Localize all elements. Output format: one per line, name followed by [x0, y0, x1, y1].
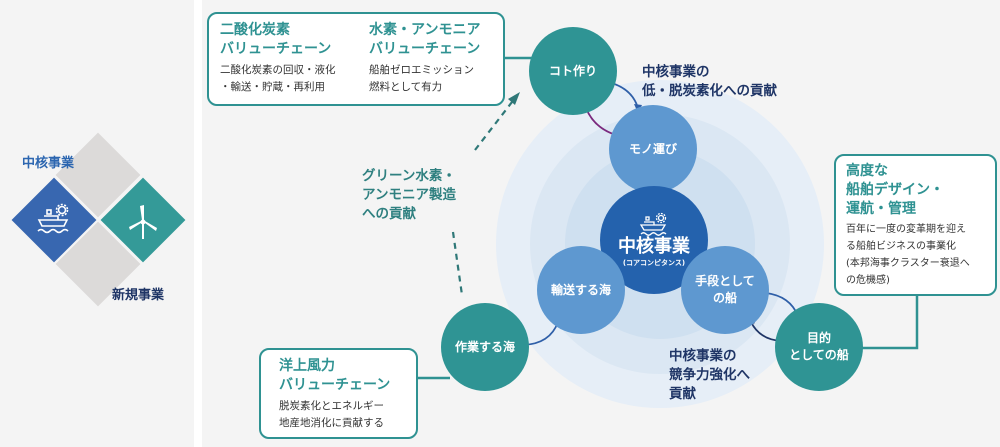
- co2-title-2: バリューチェーン: [220, 41, 332, 57]
- design-title-1: 高度な: [846, 163, 888, 179]
- legend-new-label: 新規事業: [112, 288, 165, 303]
- legend-panel: 中核事業 新規事業: [0, 0, 194, 447]
- core-title: 中核事業: [618, 236, 690, 257]
- wind-title-1: 洋上風力: [279, 358, 335, 374]
- core-subtitle: (コアコンピタンス): [622, 259, 686, 267]
- green-line-1: グリーン水素・: [362, 168, 456, 184]
- legend-core-label: 中核事業: [22, 156, 75, 171]
- mokuteki-label-1: 目的: [806, 331, 831, 345]
- design-title-2: 船舶デザイン・: [846, 182, 944, 198]
- decarb-line-1: 中核事業の: [642, 64, 710, 80]
- mono-label: モノ運び: [628, 141, 677, 156]
- wind-turbine-icon: [129, 205, 157, 239]
- yuso-label: 輸送する海: [550, 282, 611, 297]
- co2-h2-value-chain-box: 二酸化炭素 バリューチェーン 二酸化炭素の回収・液化 ・輸送・貯蔵・再利用 水素…: [207, 12, 505, 106]
- wind-desc-1: 脱炭素化とエネルギー: [279, 400, 384, 412]
- circle-mokuteki-toshite-no-fune: 目的 としての船: [775, 303, 863, 391]
- h2-desc-2: 燃料として有力: [369, 81, 443, 93]
- ship-gear-icon: [639, 212, 667, 236]
- co2-title-1: 二酸化炭素: [220, 22, 290, 38]
- h2-title-2: バリューチェーン: [369, 41, 481, 57]
- co2-section: 二酸化炭素 バリューチェーン 二酸化炭素の回収・液化 ・輸送・貯蔵・再利用: [220, 21, 336, 96]
- dashed-line-lower: [451, 231, 464, 296]
- annotation-decarbonization: 中核事業の 低・脱炭素化への貢献: [642, 63, 777, 101]
- circle-sagyo-suru-umi: 作業する海: [441, 303, 529, 391]
- ship-design-box: 高度な 船舶デザイン・ 運航・管理 百年に一度の変革期を迎え る船舶ビジネスの事…: [834, 154, 997, 296]
- h2-desc-1: 船舶ゼロエミッション: [369, 64, 474, 76]
- design-desc-4: の危機感): [846, 275, 890, 286]
- co2-desc-2: ・輸送・貯蔵・再利用: [220, 81, 325, 93]
- offshore-wind-box: 洋上風力 バリューチェーン 脱炭素化とエネルギー 地産地消化に貢献する: [259, 348, 418, 439]
- compete-line-1: 中核事業の: [669, 348, 737, 364]
- decarb-line-2: 低・脱炭素化への貢献: [642, 83, 777, 99]
- compete-line-3: 貢献: [669, 386, 696, 402]
- circle-yuso-suru-umi: 輸送する海: [537, 246, 625, 334]
- circle-shudan-toshite-no-fune: 手段として の船: [681, 246, 769, 334]
- ship-gear-icon: [37, 203, 69, 234]
- circle-koto-tsukuri: コト作り: [529, 27, 617, 115]
- design-title-3: 運航・管理: [846, 201, 916, 217]
- wind-desc-2: 地産地消化に貢献する: [279, 417, 384, 429]
- wind-title-2: バリューチェーン: [279, 377, 391, 393]
- dashed-arrow-upper: [474, 101, 513, 151]
- annotation-green-hydrogen: グリーン水素・ アンモニア製造 への貢献: [362, 167, 456, 224]
- design-desc-3: (本邦海事クラスター衰退へ: [846, 258, 970, 269]
- compete-line-2: 競争力強化へ: [669, 367, 750, 383]
- connector-design-mokuteki: [860, 295, 919, 350]
- h2-section: 水素・アンモニア バリューチェーン 船舶ゼロエミッション 燃料として有力: [369, 21, 480, 96]
- sagyo-label: 作業する海: [454, 339, 515, 354]
- design-desc-1: 百年に一度の変革期を迎え: [846, 224, 966, 235]
- h2-title-1: 水素・アンモニア: [369, 22, 481, 38]
- annotation-competitiveness: 中核事業の 競争力強化へ 貢献: [669, 347, 750, 404]
- green-line-3: への貢献: [362, 206, 416, 222]
- design-desc-2: る船舶ビジネスの事業化: [846, 241, 956, 252]
- shudan-label-2: の船: [712, 291, 737, 305]
- co2-desc-1: 二酸化炭素の回収・液化: [220, 64, 336, 76]
- mokuteki-label-2: としての船: [789, 348, 849, 362]
- legend-icons: [37, 203, 157, 239]
- koto-label: コト作り: [548, 63, 597, 78]
- green-line-2: アンモニア製造: [362, 187, 456, 203]
- dashed-arrow-head: [508, 92, 520, 105]
- circle-mono-hakobi: モノ運び: [609, 105, 697, 193]
- shudan-label-1: 手段として: [695, 274, 755, 288]
